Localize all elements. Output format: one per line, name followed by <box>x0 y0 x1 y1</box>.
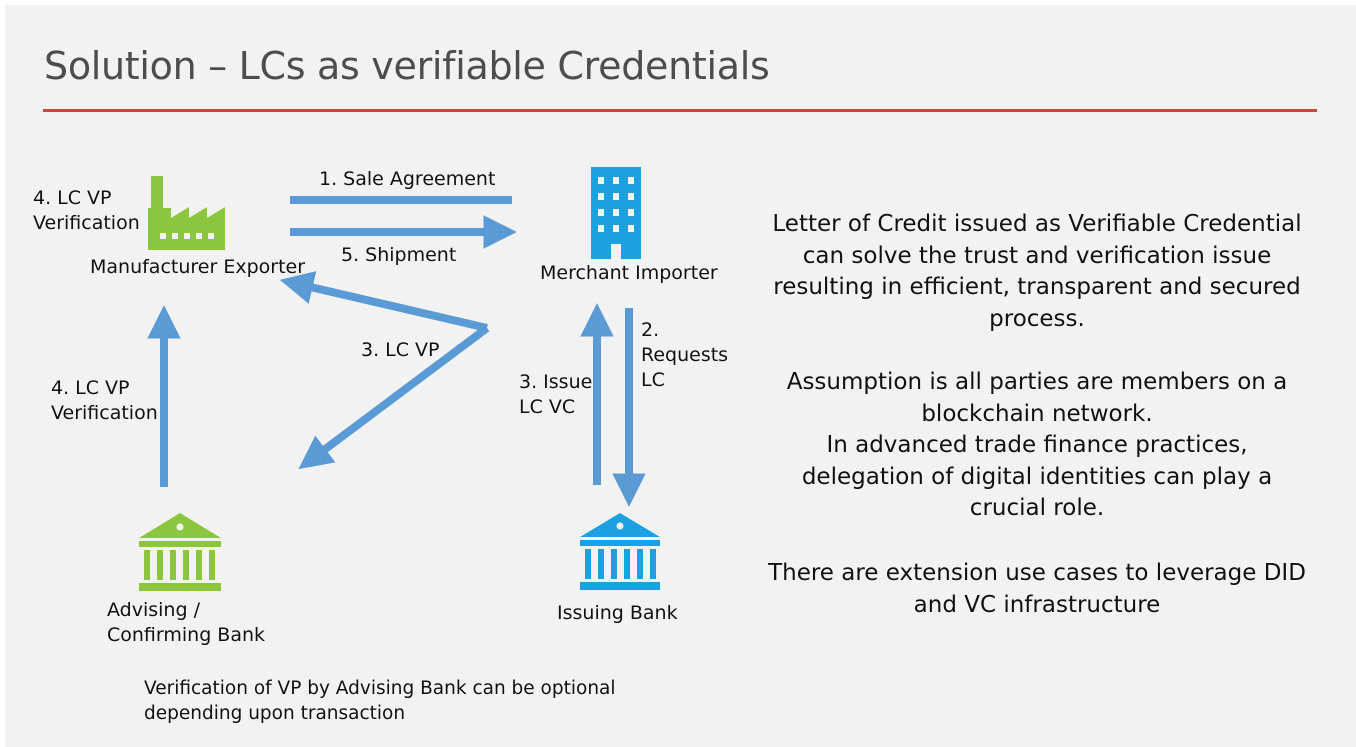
description-paragraph-2: Assumption is all parties are members on… <box>748 367 1326 525</box>
issue-lc-vc-label-line1: 3. Issue <box>519 371 593 393</box>
shipment-label: 5. Shipment <box>341 244 457 266</box>
vp-verification-left-line1: 4. LC VP <box>51 377 130 399</box>
arrow-lc-vp-to-exporter <box>279 271 488 332</box>
advising-bank-icon <box>139 513 221 591</box>
description-line: delegation of digital identities can pla… <box>801 463 1273 490</box>
merchant-importer-label: Merchant Importer <box>540 262 718 284</box>
slide <box>5 5 1356 747</box>
description-paragraph-3: There are extension use cases to leverag… <box>748 558 1326 621</box>
title-underline <box>43 109 1317 112</box>
description-line: and VC infrastructure <box>913 591 1161 618</box>
description-line: resulting in efficient, transparent and … <box>773 274 1301 300</box>
requests-lc-label-line1: 2. <box>641 319 660 341</box>
description-line: There are extension use cases to leverag… <box>768 560 1306 586</box>
advising-bank-label-line2: Confirming Bank <box>107 624 266 646</box>
description-line: blockchain network. <box>921 400 1153 427</box>
factory-icon <box>148 176 225 250</box>
vp-verification-top-line1: 4. LC VP <box>33 187 112 209</box>
arrow-lc-vp-to-advising-bank <box>298 324 490 470</box>
issuing-bank-label: Issuing Bank <box>557 602 678 624</box>
description-line: process. <box>989 305 1085 332</box>
requests-lc-label-line3: LC <box>641 369 665 391</box>
issue-lc-vc-label-line2: LC VC <box>519 396 576 418</box>
sale-agreement-label: 1. Sale Agreement <box>319 168 496 190</box>
lc-vp-label: 3. LC VP <box>361 339 440 361</box>
issuing-bank-icon <box>580 513 660 590</box>
footnote-line1: Verification of VP by Advising Bank can … <box>144 678 616 699</box>
requests-lc-label-line2: Requests <box>641 344 729 366</box>
description-paragraph-1: Letter of Credit issued as Verifiable Cr… <box>748 209 1326 335</box>
footnote-line2: depending upon transaction <box>144 703 406 724</box>
vp-verification-left-line2: Verification <box>51 402 158 424</box>
vp-verification-top-line2: Verification <box>33 212 140 234</box>
advising-bank-label-line1: Advising / <box>107 599 200 621</box>
manufacturer-exporter-label: Manufacturer Exporter <box>90 256 306 278</box>
description-line: can solve the trust and verification iss… <box>802 242 1272 269</box>
description-line: Assumption is all parties are members on… <box>786 369 1288 395</box>
description-line: crucial role. <box>969 495 1105 521</box>
slide-title: Solution – LCs as verifiable Credentials <box>44 44 770 88</box>
office-building-icon <box>591 167 641 259</box>
description-line: In advanced trade finance practices, <box>826 432 1248 458</box>
description-line: Letter of Credit issued as Verifiable Cr… <box>772 211 1302 237</box>
